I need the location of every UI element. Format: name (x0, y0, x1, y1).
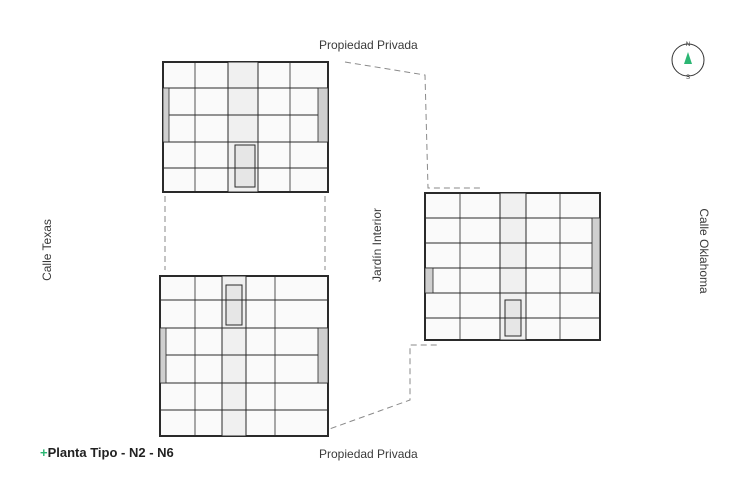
compass-icon: N S (671, 42, 705, 81)
label-bottom-property: Propiedad Privada (319, 447, 418, 461)
compass-north: N (686, 42, 690, 48)
plus-icon: + (40, 445, 48, 460)
building-b (159, 275, 329, 437)
plan-title-text: Planta Tipo - N2 - N6 (47, 445, 174, 460)
compass: N S (670, 38, 706, 82)
building-a (162, 61, 329, 193)
building-c (424, 192, 601, 341)
plan-title: +Planta Tipo - N2 - N6 (40, 445, 174, 460)
label-calle-oklahoma: Calle Oklahoma (697, 208, 711, 294)
label-top-property: Propiedad Privada (319, 38, 418, 52)
label-jardin-interior: Jardín Interior (370, 207, 384, 283)
label-calle-texas: Calle Texas (40, 219, 54, 281)
compass-south: S (686, 75, 690, 81)
